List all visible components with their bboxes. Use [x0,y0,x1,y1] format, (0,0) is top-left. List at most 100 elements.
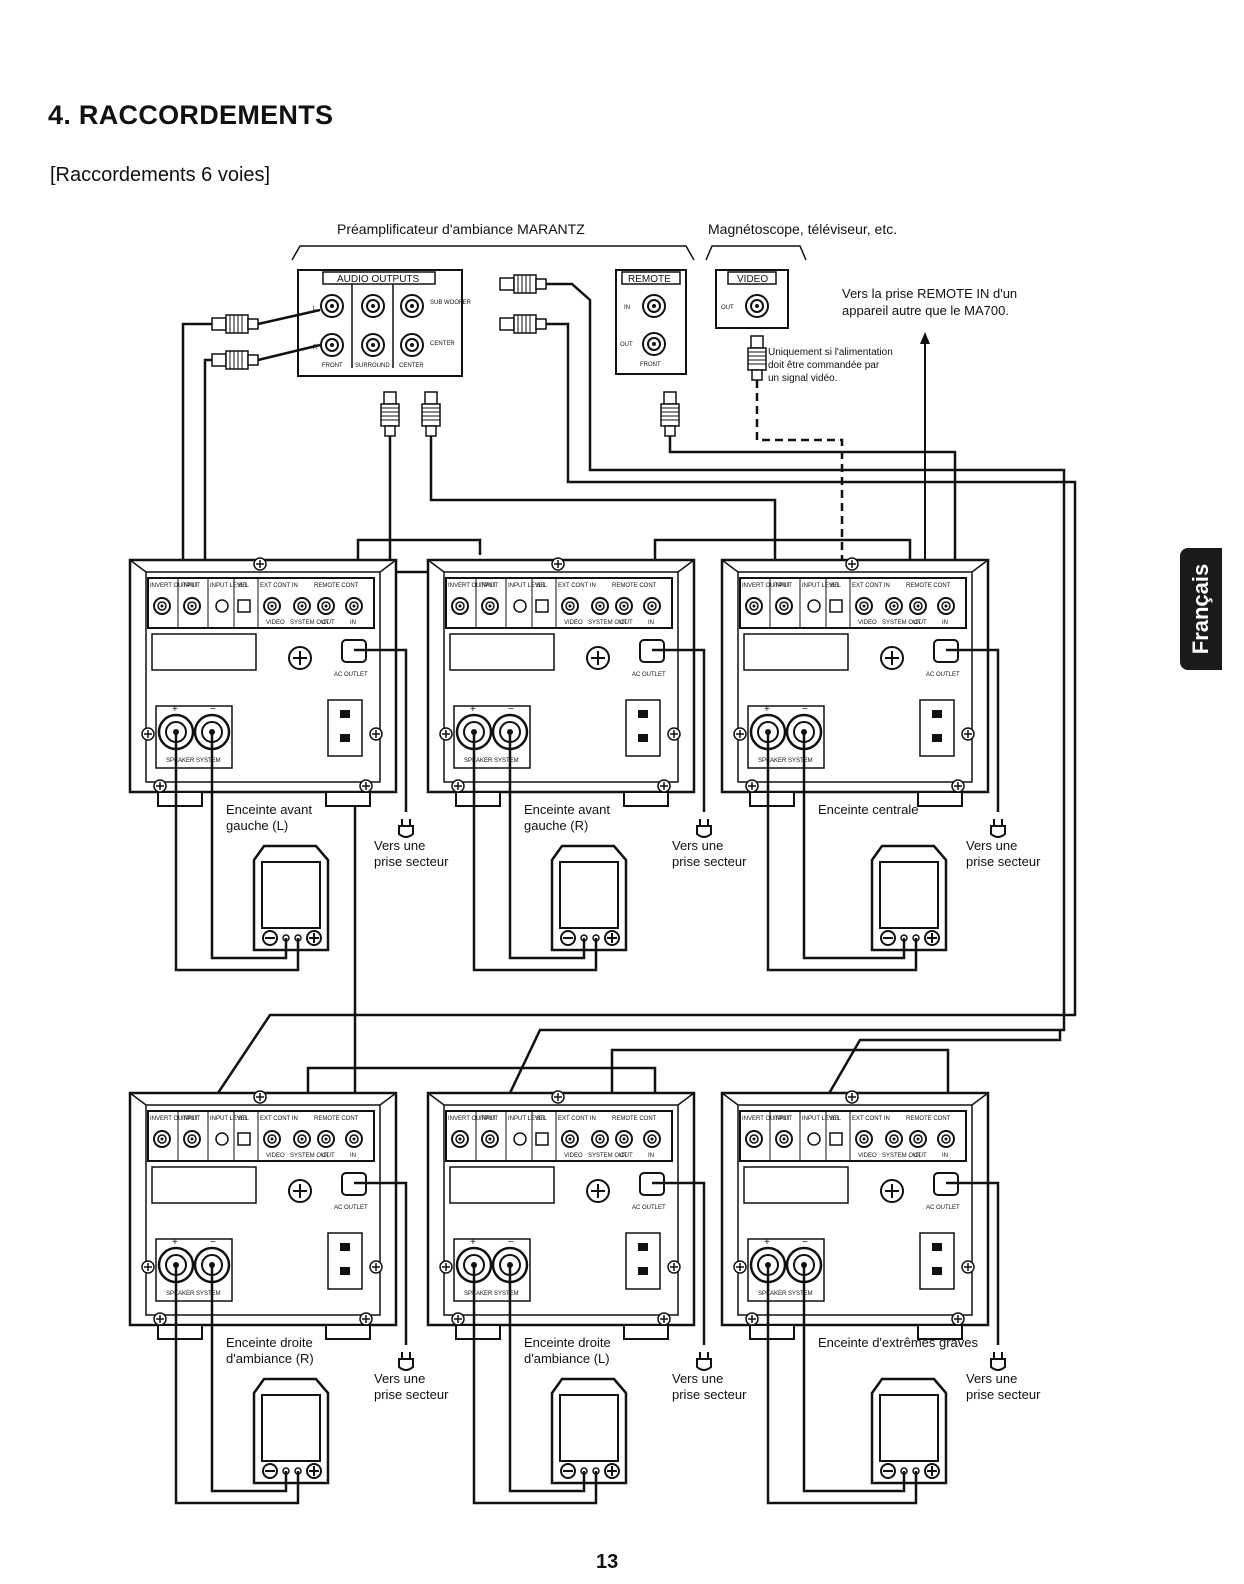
stl-label: STL [830,1116,842,1122]
front-l-plug [211,314,259,334]
input-level-knob[interactable] [513,1132,527,1146]
subwoofer-jack[interactable] [400,294,424,318]
stl-switch[interactable] [829,599,843,613]
outlet-slot [932,1267,942,1275]
invert-output-jack[interactable] [451,597,469,615]
amp-label-plate [743,1166,849,1204]
remote-out-jack[interactable] [615,597,633,615]
speaker-box [550,844,628,952]
page-title: 4. RACCORDEMENTS [48,100,334,130]
video-note-line1: Uniquement si l'alimentation [768,347,893,358]
remote-cont-label: REMOTE CONT [314,1116,359,1122]
mains-plug-icon [398,1351,414,1371]
invert-output-jack[interactable] [451,1130,469,1148]
remote-in-jack[interactable] [345,597,363,615]
input-level-knob[interactable] [215,599,229,613]
invert-output-label: INVERT OUTPUT [742,583,790,589]
in-label: IN [350,1153,356,1159]
ext-cont-in-jack[interactable] [855,1130,873,1148]
surround-r-jack[interactable] [361,333,385,357]
input-level-knob[interactable] [215,1132,229,1146]
input-jack[interactable] [183,1130,201,1148]
amp-cabinet-bevel [427,559,695,783]
remote-in-jack[interactable] [643,1130,661,1148]
invert-output-jack[interactable] [745,1130,763,1148]
input-jack[interactable] [775,597,793,615]
stl-switch[interactable] [829,1132,843,1146]
stl-switch[interactable] [535,1132,549,1146]
remote-in-jack[interactable] [937,597,955,615]
input-jack[interactable] [775,1130,793,1148]
remote-out-jack[interactable] [909,1130,927,1148]
stl-label: STL [830,583,842,589]
input-jack[interactable] [481,1130,499,1148]
speaker-front [261,861,321,929]
ac-outlet-label: AC OUTLET [926,1205,960,1211]
remote-in-jack[interactable] [345,1130,363,1148]
system-out-jack[interactable] [591,1130,609,1148]
input-jack[interactable] [183,597,201,615]
remote-in-jack[interactable] [643,597,661,615]
front-r-jack[interactable] [320,333,344,357]
stl-label: STL [536,583,548,589]
mains-label-1: Vers une [966,1371,1017,1386]
remote-out-jack[interactable] [615,1130,633,1148]
ac-outlet-plate [919,1232,955,1290]
stl-switch[interactable] [237,1132,251,1146]
remote-out-jack[interactable] [317,597,335,615]
video-bracket [705,245,807,261]
remote-out-jack[interactable] [909,597,927,615]
video-label: VIDEO [564,1153,583,1159]
ext-cont-in-jack[interactable] [263,597,281,615]
input-jack[interactable] [481,597,499,615]
video-out-jack[interactable] [745,294,769,318]
input-level-knob[interactable] [513,599,527,613]
amp-cabinet-bevel [721,1092,989,1316]
front-l-jack[interactable] [320,294,344,318]
remote-out-jack[interactable] [642,332,666,356]
screw-icon [667,727,681,741]
screw-icon [961,1260,975,1274]
surround-cable-plug [499,314,547,334]
stl-switch[interactable] [535,599,549,613]
power-cable [652,648,706,812]
power-cable [946,1181,1000,1345]
input-level-knob[interactable] [807,599,821,613]
screw-icon [439,727,453,741]
out-label: OUT [620,1153,633,1159]
speaker-wire-minus [210,732,288,960]
stl-switch[interactable] [237,599,251,613]
outlet-slot [638,734,648,742]
video-out-plug [747,335,767,381]
speaker-system-label: SPEAKER SYSTEM [166,758,221,764]
invert-output-label: INVERT OUTPUT [448,583,496,589]
system-out-jack[interactable] [293,1130,311,1148]
center-jack[interactable] [400,333,424,357]
system-out-jack[interactable] [591,597,609,615]
invert-output-jack[interactable] [745,597,763,615]
ext-cont-in-jack[interactable] [561,597,579,615]
ext-cont-in-jack[interactable] [855,597,873,615]
input-label: INPUT [774,583,792,589]
remote-in-label: IN [624,305,630,311]
system-out-jack[interactable] [885,1130,903,1148]
ext-cont-in-label: EXT CONT IN [852,583,890,589]
outlet-slot [340,734,350,742]
system-out-jack[interactable] [885,597,903,615]
screw-icon [451,779,465,793]
ext-cont-in-jack[interactable] [561,1130,579,1148]
ext-cont-in-jack[interactable] [263,1130,281,1148]
system-out-jack[interactable] [293,597,311,615]
invert-output-jack[interactable] [153,597,171,615]
video-label: VIDEO [564,620,583,626]
speaker-name-line1: Enceinte droite [524,1335,611,1350]
surround-l-jack[interactable] [361,294,385,318]
remote-out-jack[interactable] [317,1130,335,1148]
remote-in-jack[interactable] [642,294,666,318]
ext-cont-in-label: EXT CONT IN [260,1116,298,1122]
speaker-system-label: SPEAKER SYSTEM [166,1291,221,1297]
invert-output-jack[interactable] [153,1130,171,1148]
remote-in-jack[interactable] [937,1130,955,1148]
input-level-knob[interactable] [807,1132,821,1146]
input-level-label: INPUT LEVEL [210,1116,249,1122]
